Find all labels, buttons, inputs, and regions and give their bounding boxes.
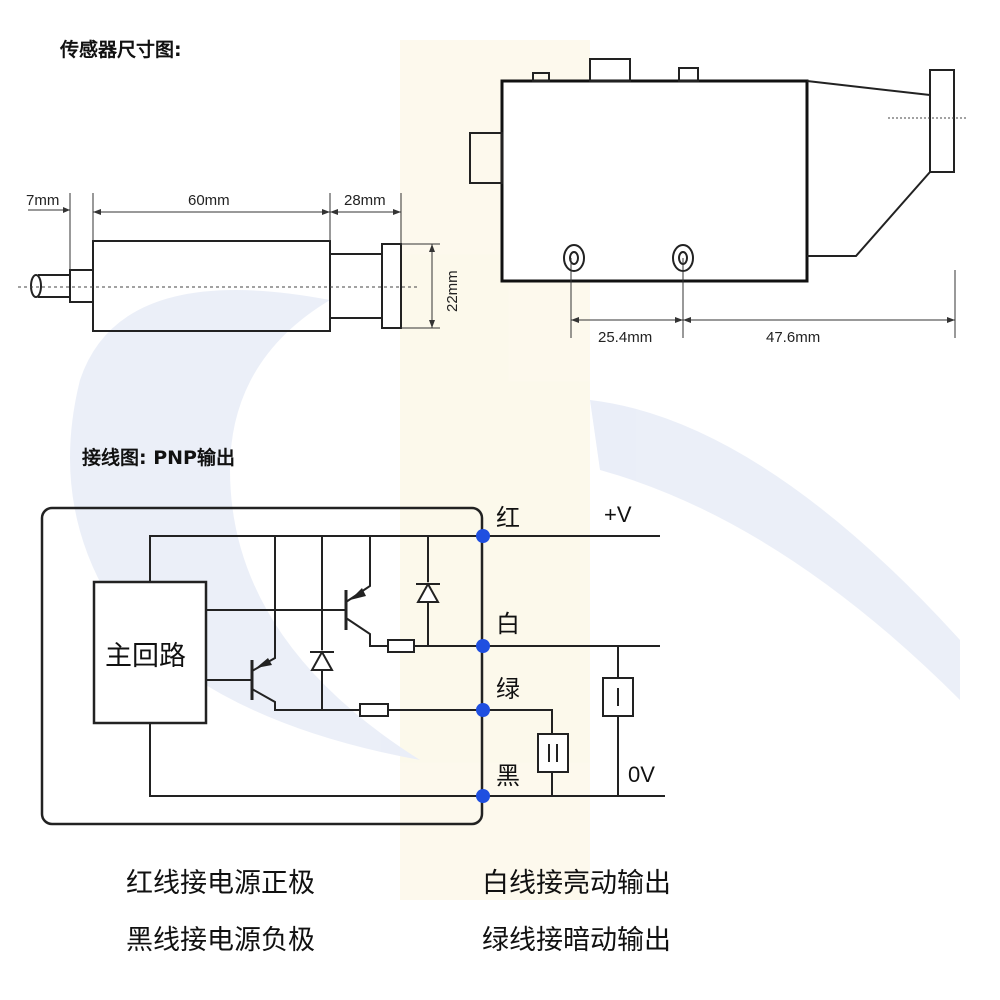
dim-label-47-6mm: 47.6mm bbox=[766, 329, 820, 346]
dim-label-22mm: 22mm bbox=[444, 270, 461, 312]
wire-label-black: 黑 bbox=[496, 762, 520, 790]
wire-label-red: 红 bbox=[496, 504, 520, 532]
dim-label-60mm: 60mm bbox=[188, 192, 230, 209]
wiring-title: 接线图: PNP输出 bbox=[82, 446, 235, 469]
terminal-white-dot bbox=[476, 639, 490, 653]
terminal-green-dot bbox=[476, 703, 490, 717]
note-red-wire: 红线接电源正极 bbox=[126, 868, 315, 899]
main-circuit-label: 主回路 bbox=[105, 641, 186, 672]
note-green-wire: 绿线接暗动输出 bbox=[482, 925, 671, 956]
note-white-wire: 白线接亮动输出 bbox=[482, 868, 671, 899]
wire-label-green: 绿 bbox=[496, 675, 520, 703]
note-black-wire: 黑线接电源负极 bbox=[126, 925, 315, 956]
top-view-drawing bbox=[469, 58, 968, 338]
side-view-drawing bbox=[18, 193, 440, 332]
terminal-red-dot bbox=[476, 529, 490, 543]
wiring-diagram bbox=[40, 506, 665, 826]
dim-label-7mm: 7mm bbox=[26, 192, 59, 209]
dim-label-25-4mm: 25.4mm bbox=[598, 329, 652, 346]
dimension-title: 传感器尺寸图: bbox=[59, 38, 182, 61]
terminal-black-dot bbox=[476, 789, 490, 803]
dim-label-28mm: 28mm bbox=[344, 192, 386, 209]
wire-label-white: 白 bbox=[496, 610, 520, 638]
supply-zero-label: 0V bbox=[628, 762, 655, 787]
supply-plus-label: +V bbox=[604, 502, 632, 527]
